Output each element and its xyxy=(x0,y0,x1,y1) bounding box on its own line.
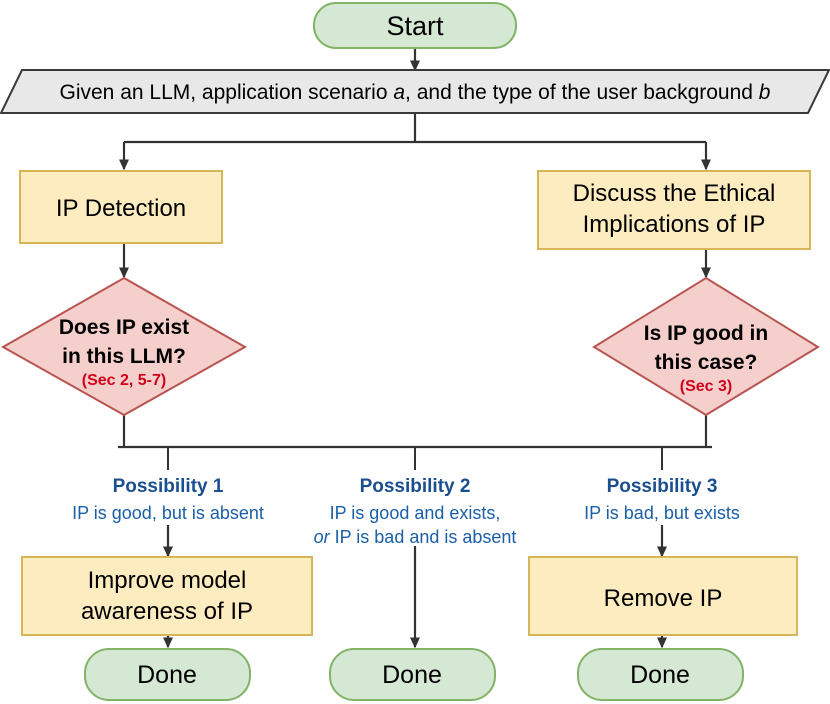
node-start[interactable]: Start xyxy=(313,2,517,49)
given-part-3: b xyxy=(759,81,771,104)
decision-left-line1: Does IP exist xyxy=(59,316,189,339)
decision-right-shape xyxy=(592,276,820,417)
decision-right-line1: Is IP good in xyxy=(644,322,768,345)
node-remove-ip[interactable]: Remove IP xyxy=(528,556,798,636)
possibility-2-heading: Possibility 2 xyxy=(360,476,471,497)
decision-left-line2: in this LLM? xyxy=(62,345,186,368)
start-shape xyxy=(313,2,517,49)
node-discuss-ethical-implications[interactable]: Discuss the Ethical Implications of IP xyxy=(537,170,811,250)
given-part-0: Given an LLM, application scenario xyxy=(60,81,394,104)
done-right-shape xyxy=(577,648,744,701)
possibility-3-line-1-part-0: IP is bad, but exists xyxy=(584,503,740,523)
given-part-1: a xyxy=(393,81,405,104)
decision-left-section-ref: (Sec 2, 5-7) xyxy=(82,372,166,389)
possibility-1-line-1-part-0: IP is good, but is absent xyxy=(72,503,264,523)
node-ip-detection[interactable]: IP Detection xyxy=(19,170,223,244)
given-part-2: , and the type of the user background xyxy=(405,81,759,104)
possibility-1-line-1: IP is good, but is absent xyxy=(72,503,264,523)
possibility-1-heading: Possibility 1 xyxy=(113,476,224,497)
possibility-2-line-1: IP is good and exists, xyxy=(330,503,501,523)
done-left-shape xyxy=(84,648,251,701)
node-done-left[interactable]: Done xyxy=(84,648,251,701)
edge-decisions-to-possibility-bus xyxy=(118,415,712,470)
node-done-mid[interactable]: Done xyxy=(329,648,496,701)
discuss-ethical-line2: Implications of IP xyxy=(583,211,766,238)
improve-model-line2: awareness of IP xyxy=(81,598,253,625)
node-decision-is-ip-good[interactable]: Is IP good in this case? (Sec 3) xyxy=(592,276,820,417)
discuss-ethical-line1: Discuss the Ethical xyxy=(573,180,776,207)
remove-ip-label: Remove IP xyxy=(604,585,723,612)
ip-detection-label: IP Detection xyxy=(56,195,186,222)
decision-left-shape xyxy=(0,276,248,417)
possibility-2-line-2: or IP is bad and is absent xyxy=(314,527,517,547)
edge-given-split xyxy=(118,113,712,171)
node-given-input[interactable]: Given an LLM, application scenario a, an… xyxy=(0,69,830,114)
done-mid-shape xyxy=(329,648,496,701)
possibility-3-heading: Possibility 3 xyxy=(607,476,718,497)
node-done-right[interactable]: Done xyxy=(577,648,744,701)
remove-ip-shape xyxy=(528,556,798,636)
start-label: Start xyxy=(386,11,444,41)
ip-detection-shape xyxy=(19,170,223,244)
decision-right-section-ref: (Sec 3) xyxy=(680,378,732,395)
possibility-2: Possibility 2 IP is good and exists, or … xyxy=(314,476,517,547)
possibility-3: Possibility 3 IP is bad, but exists xyxy=(584,476,740,523)
decision-right-line2: this case? xyxy=(655,351,758,374)
possibility-2-line-1-part-0: IP is good and exists, xyxy=(330,503,501,523)
discuss-ethical-shape xyxy=(537,170,811,250)
possibility-3-line-1: IP is bad, but exists xyxy=(584,503,740,523)
possibility-2-line-2-part-0: or xyxy=(314,527,331,547)
node-improve-model-awareness[interactable]: Improve model awareness of IP xyxy=(21,556,313,636)
done-right-label: Done xyxy=(630,661,690,689)
possibility-1: Possibility 1 IP is good, but is absent xyxy=(72,476,264,523)
given-label: Given an LLM, application scenario a, an… xyxy=(60,81,771,104)
possibility-2-line-2-part-1: IP is bad and is absent xyxy=(330,527,517,547)
improve-model-line1: Improve model xyxy=(88,567,247,594)
improve-model-shape xyxy=(21,556,313,636)
node-decision-does-ip-exist[interactable]: Does IP exist in this LLM? (Sec 2, 5-7) xyxy=(0,276,248,417)
done-mid-label: Done xyxy=(382,661,442,689)
done-left-label: Done xyxy=(137,661,197,689)
given-shape xyxy=(0,69,830,114)
